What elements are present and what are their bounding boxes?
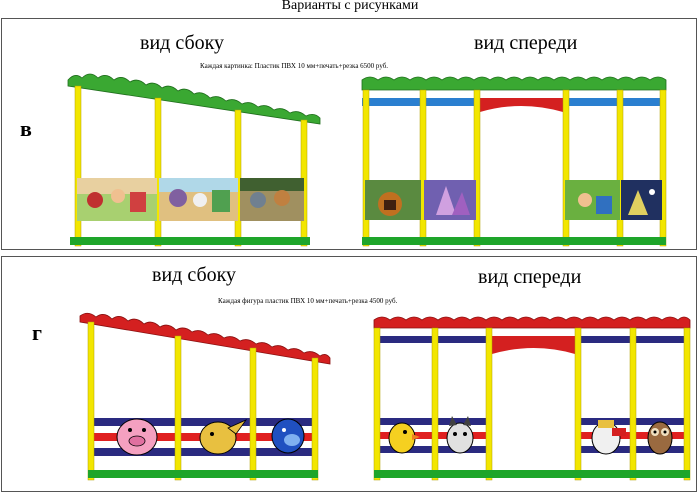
post <box>485 327 493 481</box>
cartoon-figure <box>591 420 626 455</box>
chick-figure <box>388 422 420 454</box>
green-base <box>88 470 318 478</box>
dog-figure <box>199 419 248 455</box>
post <box>87 321 95 481</box>
red-arch <box>480 98 563 112</box>
variant-v-letter: в <box>20 116 32 141</box>
fairy-tale-picture <box>159 178 238 221</box>
variant-g-side-label: вид сбоку <box>152 264 237 286</box>
post <box>373 327 381 481</box>
fairy-tale-picture <box>77 178 157 221</box>
fairy-tale-picture <box>565 180 620 220</box>
variant-g-front-view <box>373 316 691 481</box>
variant-v-side-view <box>67 73 321 247</box>
variant-g-side-view <box>79 312 331 481</box>
fairy-tale-picture <box>424 180 476 220</box>
variant-v-price-note: Каждая картинка: Пластик ПВХ 10 мм+печат… <box>200 62 389 70</box>
page-title: Варианты с рисунками <box>281 0 419 13</box>
variant-g-panel <box>1 256 697 492</box>
variant-v-panel <box>1 18 697 250</box>
green-base <box>362 237 666 245</box>
pig-figure <box>116 418 158 456</box>
post <box>562 89 570 247</box>
green-roof <box>67 73 321 125</box>
fairy-tale-picture <box>240 178 304 221</box>
variant-g-letter: г <box>32 320 42 345</box>
post <box>659 89 667 247</box>
post <box>616 89 624 247</box>
navy-rail <box>88 448 318 456</box>
red-roof <box>373 316 691 329</box>
variant-v-front-view <box>361 76 667 247</box>
post <box>431 327 439 481</box>
post <box>311 357 319 481</box>
post <box>174 335 182 481</box>
variant-g-price-note: Каждая фигура пластик ПВХ 10 мм+печать+р… <box>218 297 398 305</box>
cat-figure <box>446 416 474 454</box>
post <box>419 89 427 247</box>
post <box>629 327 637 481</box>
red-arch <box>492 336 575 354</box>
post <box>362 89 370 247</box>
navy-rail <box>88 418 318 426</box>
post <box>249 347 257 481</box>
post <box>683 327 691 481</box>
post <box>74 85 82 247</box>
green-base <box>70 237 310 245</box>
fairy-tale-picture <box>621 180 662 220</box>
green-base <box>374 470 690 478</box>
post <box>473 89 481 247</box>
variant-v-front-label: вид спереди <box>474 32 578 54</box>
blue-dog-figure <box>271 418 305 454</box>
owl-figure <box>647 421 673 455</box>
red-roof <box>79 312 331 365</box>
variant-g-front-label: вид спереди <box>478 266 582 288</box>
post <box>154 97 162 247</box>
green-roof <box>361 76 667 91</box>
post <box>574 327 582 481</box>
variant-v-side-label: вид сбоку <box>140 32 225 54</box>
fairy-tale-picture <box>365 180 421 220</box>
